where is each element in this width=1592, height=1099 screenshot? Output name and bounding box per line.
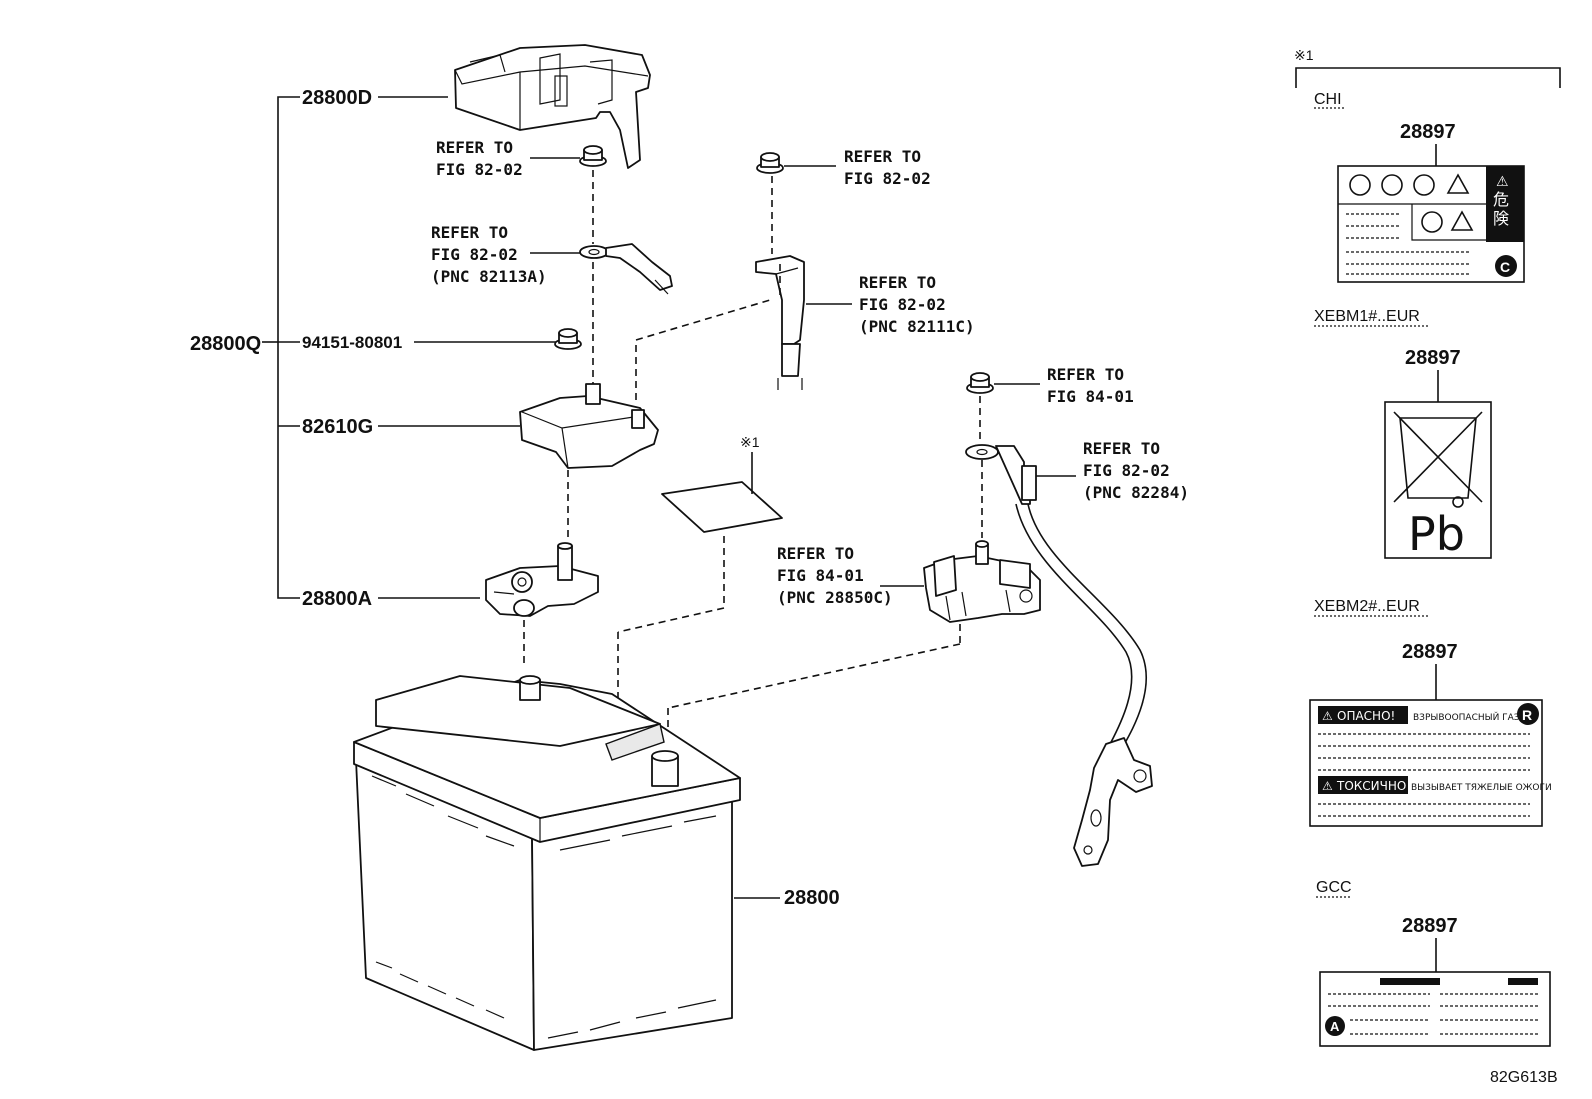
chi-warning-char-1: 危 — [1493, 190, 1509, 209]
region-gcc: GCC — [1316, 879, 1352, 896]
nut-upper-drawing — [579, 145, 607, 167]
refer-to-label: REFER TO — [777, 544, 854, 563]
part-number-28800Q[interactable]: 28800Q — [190, 333, 261, 355]
rus-gas-text: ВЗРЫВООПАСНЫЙ ГАЗ — [1413, 711, 1520, 723]
refer-to-label: REFER TO — [859, 273, 936, 292]
region-chi: CHI — [1314, 91, 1342, 108]
label-chi-drawing: ⚠ 危 険 C — [1337, 165, 1525, 283]
rus-toxic-text: ТОКСИЧНО — [1336, 779, 1406, 793]
refer-to-label: REFER TO — [436, 138, 513, 157]
svg-text:A: A — [1330, 1019, 1340, 1034]
badge-r — [1517, 703, 1539, 725]
part-number-28897[interactable]: 28897 — [1405, 347, 1461, 369]
positive-cable-lug-drawing — [579, 243, 673, 295]
lead-symbol: Pb — [1408, 507, 1465, 561]
nut-right-upper-drawing — [756, 152, 784, 174]
pnc-82284-link[interactable]: (PNC 82284) — [1083, 483, 1189, 502]
pnc-82111C-link[interactable]: (PNC 82111C) — [859, 317, 975, 336]
warning-triangle-icon: ⚠ — [1322, 779, 1333, 793]
fig-82-02-link[interactable]: FIG 82-02 — [436, 160, 523, 179]
rus-burns-text: ВЫЗЫВАЕТ ТЯЖЕЛЫЕ ОЖОГИ — [1411, 783, 1552, 793]
battery-drawing — [353, 675, 741, 1051]
label-gcc-drawing: A — [1319, 971, 1551, 1047]
corrosive-warning-icon — [1450, 210, 1474, 231]
part-number-94151-80801[interactable]: 94151-80801 — [302, 333, 402, 352]
part-number-28800[interactable]: 28800 — [784, 887, 840, 909]
label-recycling-drawing: Pb — [1384, 401, 1492, 561]
fig-84-01-link[interactable]: FIG 84-01 — [1047, 387, 1134, 406]
note-1-marker: ※1 — [1294, 47, 1314, 63]
battery-clamp-drawing — [519, 383, 659, 469]
nut-94151-drawing — [554, 328, 582, 350]
refer-to-label: REFER TO — [1083, 439, 1160, 458]
caution-label-sheet-drawing — [661, 481, 783, 533]
part-number-28800D[interactable]: 28800D — [302, 87, 372, 109]
label-variants-panel: ※1 — [1294, 47, 1561, 88]
part-number-28800A[interactable]: 28800A — [302, 588, 372, 610]
pnc-82113A-link[interactable]: (PNC 82113A) — [431, 267, 547, 286]
fig-82-02-link[interactable]: FIG 82-02 — [844, 169, 931, 188]
drawing-code: 82G613B — [1490, 1069, 1558, 1086]
refer-to-label: REFER TO — [431, 223, 508, 242]
label-russian-drawing: ⚠ ОПАСНО! ВЗРЫВООПАСНЫЙ ГАЗ R ⚠ ТОКСИЧНО… — [1309, 699, 1552, 827]
fig-84-01-link[interactable]: FIG 84-01 — [777, 566, 864, 585]
keep-away-children-icon — [1413, 174, 1435, 196]
fig-82-02-link[interactable]: FIG 82-02 — [431, 245, 518, 264]
part-number-28897[interactable]: 28897 — [1402, 641, 1458, 663]
refer-to-label: REFER TO — [1047, 365, 1124, 384]
fig-82-02-link[interactable]: FIG 82-02 — [859, 295, 946, 314]
terminal-cover-drawing — [454, 44, 651, 169]
region-xebm1-eur: XEBM1#..EUR — [1314, 308, 1420, 325]
negative-cable-drawing — [965, 444, 1153, 867]
note-1-marker: ※1 — [740, 434, 760, 450]
rus-danger-text: ОПАСНО! — [1337, 709, 1395, 723]
warning-triangle-icon: ⚠ — [1322, 709, 1333, 723]
badge-c — [1495, 255, 1517, 277]
group-bracket — [262, 96, 300, 599]
part-number-28897[interactable]: 28897 — [1400, 121, 1456, 143]
explosive-warning-icon — [1446, 173, 1470, 194]
eye-protection-icon — [1381, 174, 1403, 196]
fig-82-02-link[interactable]: FIG 82-02 — [1083, 461, 1170, 480]
svg-text:C: C — [1500, 259, 1510, 275]
positive-terminal-drawing — [485, 542, 599, 617]
svg-text:R: R — [1522, 707, 1532, 723]
refer-to-label: REFER TO — [844, 147, 921, 166]
warning-triangle-icon: ⚠ — [1496, 174, 1509, 190]
no-smoking-icon — [1349, 174, 1371, 196]
read-manual-icon — [1421, 211, 1443, 233]
part-number-28897[interactable]: 28897 — [1402, 915, 1458, 937]
negative-terminal-drawing — [923, 540, 1041, 623]
pnc-28850C-link[interactable]: (PNC 28850C) — [777, 588, 893, 607]
crossed-bin-icon — [1399, 417, 1477, 499]
nut-right-lower-drawing — [966, 372, 994, 394]
region-xebm2-eur: XEBM2#..EUR — [1314, 598, 1420, 615]
chi-warning-char-2: 険 — [1493, 209, 1509, 228]
fusible-link-drawing — [755, 255, 805, 390]
badge-a — [1325, 1016, 1345, 1036]
part-number-82610G[interactable]: 82610G — [302, 416, 373, 438]
